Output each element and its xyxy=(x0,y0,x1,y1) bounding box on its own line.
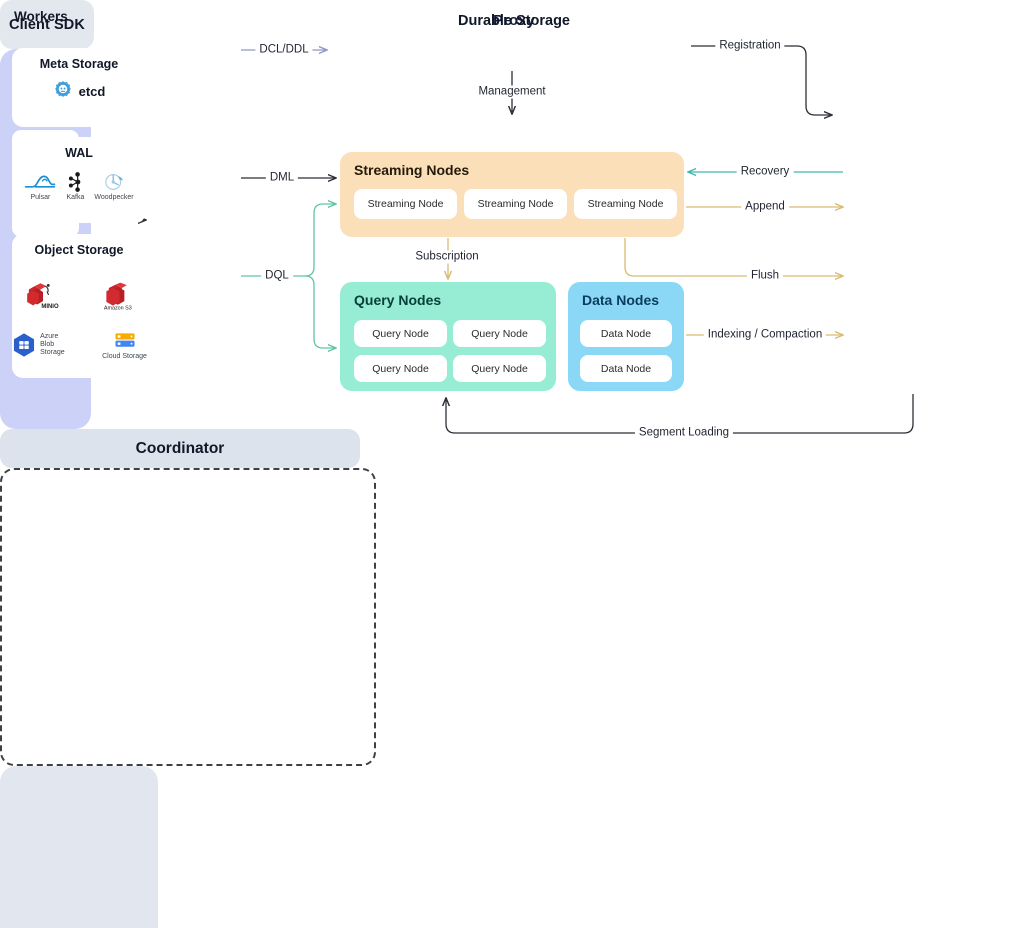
durable-storage-column: Durable Storage Meta Storage etcd xyxy=(0,13,570,928)
wal-logo-row: Pulsar Kafka xyxy=(12,171,146,201)
meta-storage-title: Meta Storage xyxy=(39,57,119,71)
object-storage-card[interactable]: Object Storage MINIO xyxy=(11,234,147,378)
query-nodes-group: Query Nodes Query Node Query Node Query … xyxy=(340,282,556,391)
streaming-node[interactable]: Streaming Node xyxy=(464,189,567,219)
coordinator-box: Coordinator xyxy=(0,429,360,468)
edge-label-dml: DML xyxy=(265,171,299,185)
edge-label-segment-loading: Segment Loading xyxy=(634,426,734,440)
etcd-logo-row: etcd xyxy=(12,79,146,104)
svg-text:MINIO: MINIO xyxy=(41,304,59,310)
edge-registration xyxy=(691,45,832,115)
object-storage-title: Object Storage xyxy=(34,243,124,257)
edge-label-dql: DQL xyxy=(261,269,293,283)
data-node[interactable]: Data Node xyxy=(580,355,672,382)
query-node[interactable]: Query Node xyxy=(354,355,447,382)
query-node[interactable]: Query Node xyxy=(453,320,546,347)
streaming-node[interactable]: Streaming Node xyxy=(354,189,457,219)
edge-flush xyxy=(624,238,843,276)
streaming-nodes-group: Streaming Nodes Streaming Node Streaming… xyxy=(340,152,684,237)
query-nodes-title: Query Nodes xyxy=(354,292,442,308)
edge-label-registration: Registration xyxy=(715,39,785,53)
amazon-s3-logo: Amazon S3 xyxy=(99,282,135,312)
client-sdk-label: Client SDK xyxy=(9,16,85,33)
edge-label-dcl-ddl: DCL/DDL xyxy=(255,43,313,57)
edge-label-management: Management xyxy=(474,85,550,99)
azure-blob-storage-logo: Azure Blob Storage xyxy=(11,332,74,358)
coordinator-label: Coordinator xyxy=(135,439,225,457)
google-cloud-storage-caption: Cloud Storage xyxy=(102,353,147,360)
woodpecker-logo: Woodpecker xyxy=(94,171,134,201)
streaming-nodes-title: Streaming Nodes xyxy=(354,162,470,178)
pulsar-logo: Pulsar xyxy=(24,171,56,201)
minio-logo: MINIO xyxy=(23,282,63,312)
workers-label: Workers xyxy=(14,9,68,24)
durable-storage-title: Durable Storage xyxy=(458,13,570,29)
architecture-diagram: Client SDK Proxy Proxy Proxy Proxy Proxy… xyxy=(0,0,914,928)
edge-label-flush: Flush xyxy=(746,269,784,283)
object-storage-logo-row-1: MINIO Amazon S3 xyxy=(12,282,146,312)
kafka-caption: Kafka xyxy=(66,194,85,201)
kafka-logo: Kafka xyxy=(65,171,85,201)
edge-label-subscription: Subscription xyxy=(411,250,483,264)
query-node[interactable]: Query Node xyxy=(354,320,447,347)
object-storage-logo-row-2: Azure Blob Storage Cloud Storage xyxy=(11,330,147,360)
wal-card[interactable]: WAL Pulsar xyxy=(12,137,146,223)
svg-text:Amazon S3: Amazon S3 xyxy=(104,305,132,311)
edge-label-indexing-compaction: Indexing / Compaction xyxy=(703,328,827,342)
proxy-column-title: Proxy xyxy=(493,12,535,29)
woodpecker-caption: Woodpecker xyxy=(94,194,134,201)
etcd-logo xyxy=(53,79,73,104)
pulsar-caption: Pulsar xyxy=(30,194,51,201)
data-nodes-title: Data Nodes xyxy=(582,292,660,308)
azure-blob-storage-caption: Azure Blob Storage xyxy=(40,333,65,356)
workers-container: Workers xyxy=(0,9,376,766)
etcd-label: etcd xyxy=(78,84,106,99)
google-cloud-storage-logo: Cloud Storage xyxy=(102,330,147,360)
streaming-node[interactable]: Streaming Node xyxy=(574,189,677,219)
edge-label-append: Append xyxy=(741,200,789,214)
client-sdk-box: Client SDK xyxy=(0,0,94,49)
data-nodes-group: Data Nodes Data Node Data Node xyxy=(568,282,684,391)
meta-storage-card[interactable]: Meta Storage etcd xyxy=(12,48,146,127)
data-node[interactable]: Data Node xyxy=(580,320,672,347)
edge-label-recovery: Recovery xyxy=(736,165,794,179)
query-node[interactable]: Query Node xyxy=(453,355,546,382)
wal-title: WAL xyxy=(65,146,93,160)
